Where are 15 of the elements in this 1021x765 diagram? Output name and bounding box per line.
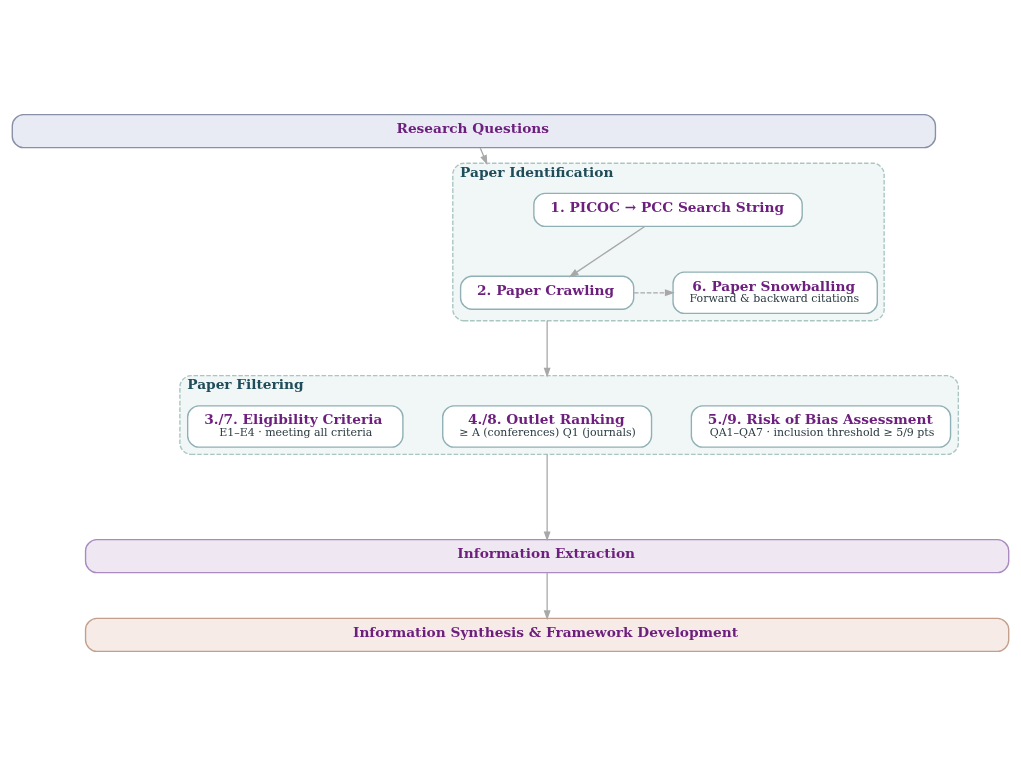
arrow	[543, 571, 551, 620]
node-box: 4./8. Outlet Ranking ≥ A (conferences) Q1 (journals)	[442, 404, 653, 448]
arrow	[543, 453, 551, 541]
node-box: 2. Paper Crawling	[459, 275, 635, 310]
node-box: Information Synthesis & Framework Development	[84, 617, 1010, 652]
arrow	[543, 319, 551, 378]
arrow	[479, 146, 488, 165]
arrow	[568, 225, 646, 277]
node-box: Research Questions	[11, 113, 937, 148]
node-box: 3./7. Eligibility Criteria E1–E4 · meeting all criteria	[187, 404, 404, 448]
node-box: 6. Paper Snowballing Forward & backward citations	[672, 271, 878, 314]
node-box: Information Extraction	[84, 538, 1010, 573]
node-box: 5./9. Risk of Bias Assessment QA1–QA7 · inclusion threshold ≥ 5/9 pts	[690, 404, 952, 448]
node-box: 1. PICOC → PCC Search String	[533, 192, 803, 227]
arrow	[633, 288, 675, 296]
